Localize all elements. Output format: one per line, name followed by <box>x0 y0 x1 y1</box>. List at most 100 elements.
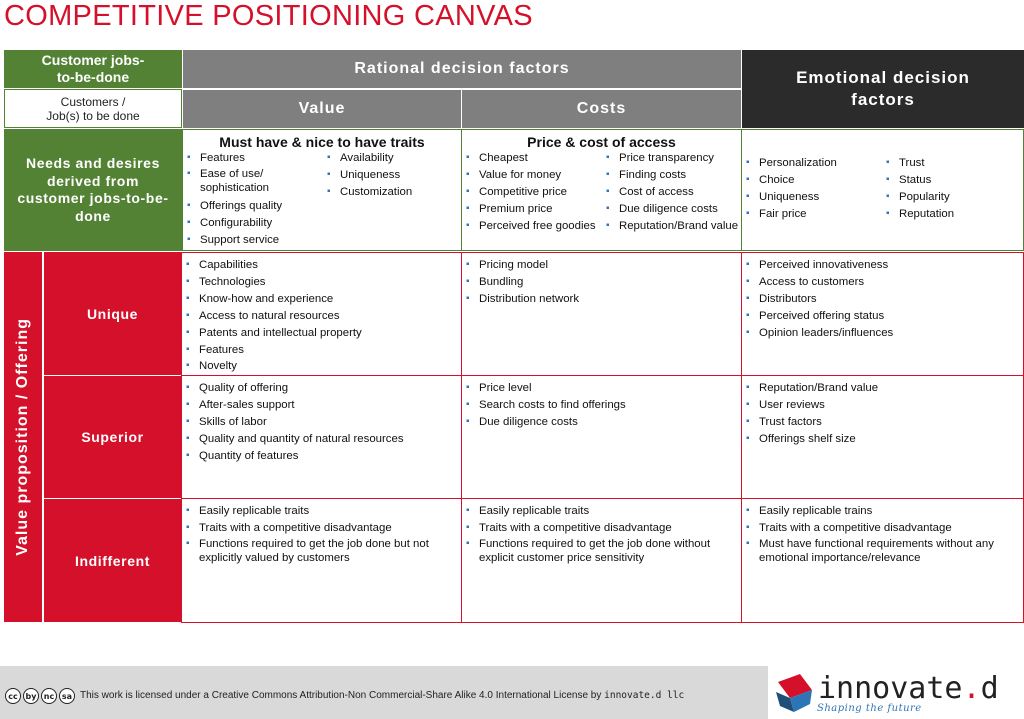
superior-costs-list: Price levelSearch costs to find offering… <box>464 380 739 431</box>
emotional-factors-header: Emotional decision factors <box>742 50 1024 128</box>
unique-costs-cell: Pricing modelBundlingDistribution networ… <box>461 252 742 376</box>
list-item: Traits with a competitive disadvantage <box>744 520 1021 537</box>
list-item: Functions required to get the job done b… <box>184 537 459 568</box>
list-item: Technologies <box>184 274 459 291</box>
superior-value-list: Quality of offeringAfter-sales supportSk… <box>184 380 459 465</box>
attribution-icon: by <box>23 688 39 704</box>
list-item: Finding costs <box>604 167 740 184</box>
value-header: Value <box>183 90 461 128</box>
list-item: Status <box>884 172 1014 189</box>
list-item: Cheapest <box>464 150 604 167</box>
license-statement: This work is licensed under a Creative C… <box>80 690 602 701</box>
list-item: Traits with a competitive disadvantage <box>464 520 739 537</box>
list-item: Value for money <box>464 167 604 184</box>
offering-label: Value proposition / Offering <box>14 318 31 556</box>
list-item: Competitive price <box>464 184 604 201</box>
indifferent-value-list: Easily replicable traitsTraits with a co… <box>184 503 459 568</box>
superior-emotional-cell: Reputation/Brand valueUser reviewsTrust … <box>741 375 1024 499</box>
needs-label: Needs and desires derived from customer … <box>4 129 182 251</box>
needs-value-list-2: AvailabilityUniquenessCustomization <box>325 150 455 249</box>
list-item: Opinion leaders/influences <box>744 325 1021 342</box>
superior-value-cell: Quality of offeringAfter-sales supportSk… <box>181 375 462 499</box>
needs-value-list-1: FeaturesEase of use/ sophisticationOffer… <box>185 150 325 249</box>
logo <box>768 666 1024 719</box>
list-item: User reviews <box>744 397 1021 414</box>
list-item: Reputation/Brand value <box>604 218 740 235</box>
cc-license-icons[interactable]: cc by nc sa <box>5 688 75 704</box>
list-item: Bundling <box>464 274 739 291</box>
list-item: Easily replicable traits <box>184 503 459 520</box>
list-item: Search costs to find offerings <box>464 397 739 414</box>
unique-emotional-cell: Perceived innovativenessAccess to custom… <box>741 252 1024 376</box>
list-item: Uniqueness <box>325 167 455 184</box>
row-label-indifferent: Indifferent <box>44 499 181 622</box>
rational-factors-header: Rational decision factors <box>183 50 741 88</box>
list-item: Quality of offering <box>184 380 459 397</box>
list-item: Quality and quantity of natural resource… <box>184 431 459 448</box>
list-item: Perceived innovativeness <box>744 257 1021 274</box>
list-item: Trust <box>884 155 1014 172</box>
customers-job-header: Customers / Job(s) to be done <box>4 89 182 128</box>
list-item: Access to natural resources <box>184 308 459 325</box>
list-item: Cost of access <box>604 184 740 201</box>
list-item: Availability <box>325 150 455 167</box>
logo-dot: . <box>962 671 981 706</box>
unique-value-cell: CapabilitiesTechnologiesKnow-how and exp… <box>181 252 462 376</box>
list-item: Price transparency <box>604 150 740 167</box>
list-item: Distributors <box>744 291 1021 308</box>
list-item: Functions required to get the job done w… <box>464 537 739 568</box>
list-item: Offerings shelf size <box>744 431 1021 448</box>
row-label-unique: Unique <box>44 252 181 375</box>
non-commercial-icon: nc <box>41 688 57 704</box>
customer-jobs-header: Customer jobs-to-be-done <box>4 50 182 88</box>
list-item: Know-how and experience <box>184 291 459 308</box>
list-item: Due diligence costs <box>464 414 739 431</box>
list-item: Offerings quality <box>185 198 325 215</box>
list-item: Pricing model <box>464 257 739 274</box>
indifferent-costs-list: Easily replicable traitsTraits with a co… <box>464 503 739 568</box>
list-item: Uniqueness <box>744 189 884 206</box>
page-title: COMPETITIVE POSITIONING CANVAS <box>4 0 533 32</box>
list-item: Must have functional requirements withou… <box>744 537 1021 568</box>
list-item: Distribution network <box>464 291 739 308</box>
needs-costs-title: Price & cost of access <box>527 134 676 150</box>
list-item: Customization <box>325 184 455 201</box>
list-item: Traits with a competitive disadvantage <box>184 520 459 537</box>
list-item: After-sales support <box>184 397 459 414</box>
company-name[interactable]: innovate.d llc <box>604 690 685 701</box>
list-item: Choice <box>744 172 884 189</box>
superior-costs-cell: Price levelSearch costs to find offering… <box>461 375 742 499</box>
logo-mark-icon <box>776 674 812 712</box>
list-item: Price level <box>464 380 739 397</box>
list-item: Trust factors <box>744 414 1021 431</box>
license-text: This work is licensed under a Creative C… <box>80 690 684 701</box>
unique-costs-list: Pricing modelBundlingDistribution networ… <box>464 257 739 308</box>
list-item: Personalization <box>744 155 884 172</box>
list-item: Reputation/Brand value <box>744 380 1021 397</box>
list-item: Perceived free goodies <box>464 218 604 235</box>
list-item: Popularity <box>884 189 1014 206</box>
list-item: Support service <box>185 232 325 249</box>
offering-column: Value proposition / Offering <box>4 252 42 622</box>
list-item: Easily replicable traits <box>464 503 739 520</box>
indifferent-emotional-cell: Easily replicable trainsTraits with a co… <box>741 498 1024 623</box>
list-item: Features <box>184 342 459 359</box>
list-item: Skills of labor <box>184 414 459 431</box>
list-item: Reputation <box>884 206 1014 223</box>
list-item: Premium price <box>464 201 604 218</box>
logo-tagline: Shaping the future <box>817 703 922 714</box>
needs-emotional-list-1: PersonalizationChoiceUniquenessFair pric… <box>744 155 884 223</box>
list-item: Capabilities <box>184 257 459 274</box>
list-item: Quantity of features <box>184 448 459 465</box>
logo-wordmark: innovate.d <box>818 671 999 706</box>
row-label-superior: Superior <box>44 376 181 498</box>
needs-costs-list-1: CheapestValue for moneyCompetitive price… <box>464 150 604 235</box>
logo-text: innovate <box>818 671 963 706</box>
list-item: Patents and intellectual property <box>184 325 459 342</box>
indifferent-value-cell: Easily replicable traitsTraits with a co… <box>181 498 462 623</box>
list-item: Perceived offering status <box>744 308 1021 325</box>
needs-costs-list-2: Price transparencyFinding costsCost of a… <box>604 150 740 235</box>
unique-emotional-list: Perceived innovativenessAccess to custom… <box>744 257 1021 342</box>
list-item: Configurability <box>185 215 325 232</box>
list-item: Ease of use/ sophistication <box>185 167 325 198</box>
